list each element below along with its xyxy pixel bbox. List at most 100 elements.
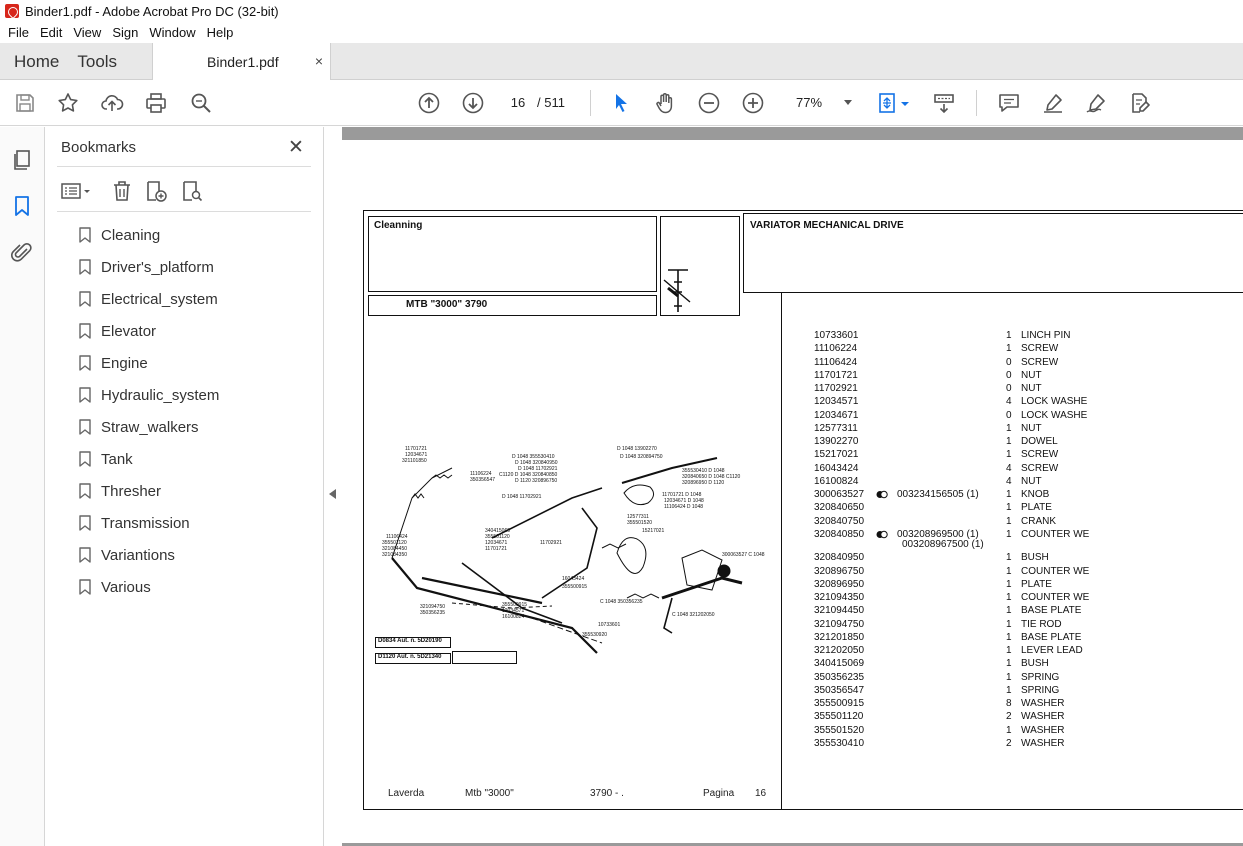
search-icon[interactable] — [189, 91, 213, 115]
part-code: 12034571 — [814, 396, 859, 408]
close-panel-icon[interactable]: ✕ — [288, 137, 304, 158]
menu-edit[interactable]: Edit — [39, 25, 63, 40]
fit-caret-icon[interactable] — [899, 91, 911, 115]
bookmark-item[interactable]: Various — [79, 575, 151, 599]
footer-model: Mtb "3000" — [465, 788, 514, 799]
part-description: BUSH — [1021, 658, 1049, 670]
bookmark-label: Driver's_platform — [101, 258, 214, 276]
svg-text:12034571: 12034571 — [502, 608, 524, 614]
svg-text:11106424: 11106424 — [386, 534, 408, 540]
bookmark-options-icon[interactable] — [61, 179, 91, 203]
collapse-panel-icon[interactable] — [329, 489, 336, 499]
part-description: WASHER — [1021, 711, 1065, 723]
tab-home[interactable]: Home — [14, 51, 60, 71]
menu-help[interactable]: Help — [206, 25, 234, 40]
panel-divider — [57, 211, 311, 212]
bookmark-item[interactable]: Tank — [79, 447, 133, 471]
bookmark-icon — [79, 355, 91, 371]
svg-text:10733601: 10733601 — [598, 622, 620, 628]
new-bookmark-icon[interactable] — [145, 179, 167, 203]
close-tab-icon[interactable]: × — [314, 53, 323, 69]
part-quantity: 4 — [1006, 396, 1012, 408]
bookmark-search-icon[interactable] — [181, 179, 203, 203]
delete-bookmark-icon[interactable] — [111, 179, 133, 203]
bookmarks-panel-icon[interactable] — [10, 194, 34, 218]
pages-icon[interactable] — [10, 148, 34, 172]
part-description: SPRING — [1021, 671, 1060, 683]
bookmark-item[interactable]: Variantions — [79, 543, 175, 567]
part-quantity: 2 — [1006, 711, 1012, 723]
part-quantity: 1 — [1006, 578, 1012, 590]
bookmark-item[interactable]: Thresher — [79, 479, 161, 503]
variant-marker-icon — [876, 530, 888, 542]
menu-view[interactable]: View — [73, 25, 102, 40]
svg-text:355500915: 355500915 — [562, 584, 587, 590]
part-code: 15217021 — [814, 449, 859, 461]
svg-text:321094750: 321094750 — [420, 604, 445, 610]
bookmark-item[interactable]: Straw_walkers — [79, 415, 199, 439]
upload-icon[interactable] — [100, 91, 124, 115]
footer-page-label: Pagina — [703, 788, 735, 799]
fit-page-icon[interactable] — [876, 91, 900, 115]
select-cursor-icon[interactable] — [609, 91, 633, 115]
part-quantity: 1 — [1006, 684, 1012, 696]
hand-icon[interactable] — [653, 91, 677, 115]
star-icon[interactable] — [56, 91, 80, 115]
bookmark-label: Various — [101, 578, 151, 596]
bookmark-item[interactable]: Electrical_system — [79, 287, 218, 311]
menu-sign[interactable]: Sign — [112, 25, 139, 40]
part-code: 16100824 — [814, 475, 859, 487]
part-quantity: 1 — [1006, 605, 1012, 617]
part-code: 321094350 — [814, 592, 865, 603]
part-code: 321094750 — [814, 618, 865, 630]
part-description: PLATE — [1021, 578, 1052, 590]
page-down-icon[interactable] — [461, 91, 485, 115]
part-code: 10733601 — [814, 330, 859, 341]
print-icon[interactable] — [144, 91, 168, 115]
part-code: 340415069 — [814, 658, 865, 670]
edit-pdf-icon[interactable] — [1128, 91, 1152, 115]
part-quantity: 1 — [1006, 515, 1012, 527]
zoom-select[interactable]: 77% — [784, 91, 856, 115]
menu-window[interactable]: Window — [149, 25, 196, 40]
acrobat-app-icon — [5, 4, 19, 18]
part-code: 300063527 — [814, 489, 865, 500]
window-title: Binder1.pdf - Adobe Acrobat Pro DC (32-b… — [25, 3, 279, 19]
bookmark-item[interactable]: Engine — [79, 351, 148, 375]
attachments-icon[interactable] — [10, 240, 34, 264]
scroll-mode-icon[interactable] — [932, 91, 956, 115]
menu-file[interactable]: File — [8, 25, 29, 40]
part-description: LOCK WASHE — [1021, 409, 1088, 421]
zoom-out-icon[interactable] — [697, 91, 721, 115]
zoom-in-icon[interactable] — [741, 91, 765, 115]
bookmark-item[interactable]: Hydraulic_system — [79, 383, 219, 407]
comment-icon[interactable] — [997, 91, 1021, 115]
tab-tools[interactable]: Tools — [77, 51, 118, 71]
bookmark-item[interactable]: Cleaning — [79, 223, 160, 247]
zoom-value: 77% — [796, 95, 823, 110]
part-description: WASHER — [1021, 724, 1065, 736]
document-viewport[interactable] — [342, 127, 1243, 846]
main-toolbar — [0, 80, 1243, 126]
svg-text:D 1048 13902270: D 1048 13902270 — [617, 446, 657, 452]
zoom-caret-icon[interactable] — [844, 100, 852, 105]
page-number-input[interactable]: 16 — [503, 91, 533, 115]
bookmark-item[interactable]: Transmission — [79, 511, 190, 535]
save-icon[interactable] — [13, 91, 37, 115]
bookmark-item[interactable]: Driver's_platform — [79, 255, 214, 279]
sign-icon[interactable] — [1084, 91, 1108, 115]
svg-text:12577311: 12577311 — [627, 514, 649, 520]
bookmark-item[interactable]: Elevator — [79, 319, 156, 343]
bookmark-label: Transmission — [101, 514, 190, 532]
part-description: BASE PLATE — [1021, 605, 1082, 617]
part-code: 11701721 — [814, 369, 858, 381]
tab-document[interactable]: Binder1.pdf × — [152, 43, 331, 80]
page-up-icon[interactable] — [417, 91, 441, 115]
part-reference: 003208969500 (1) — [897, 528, 979, 540]
highlight-icon[interactable] — [1041, 91, 1065, 115]
